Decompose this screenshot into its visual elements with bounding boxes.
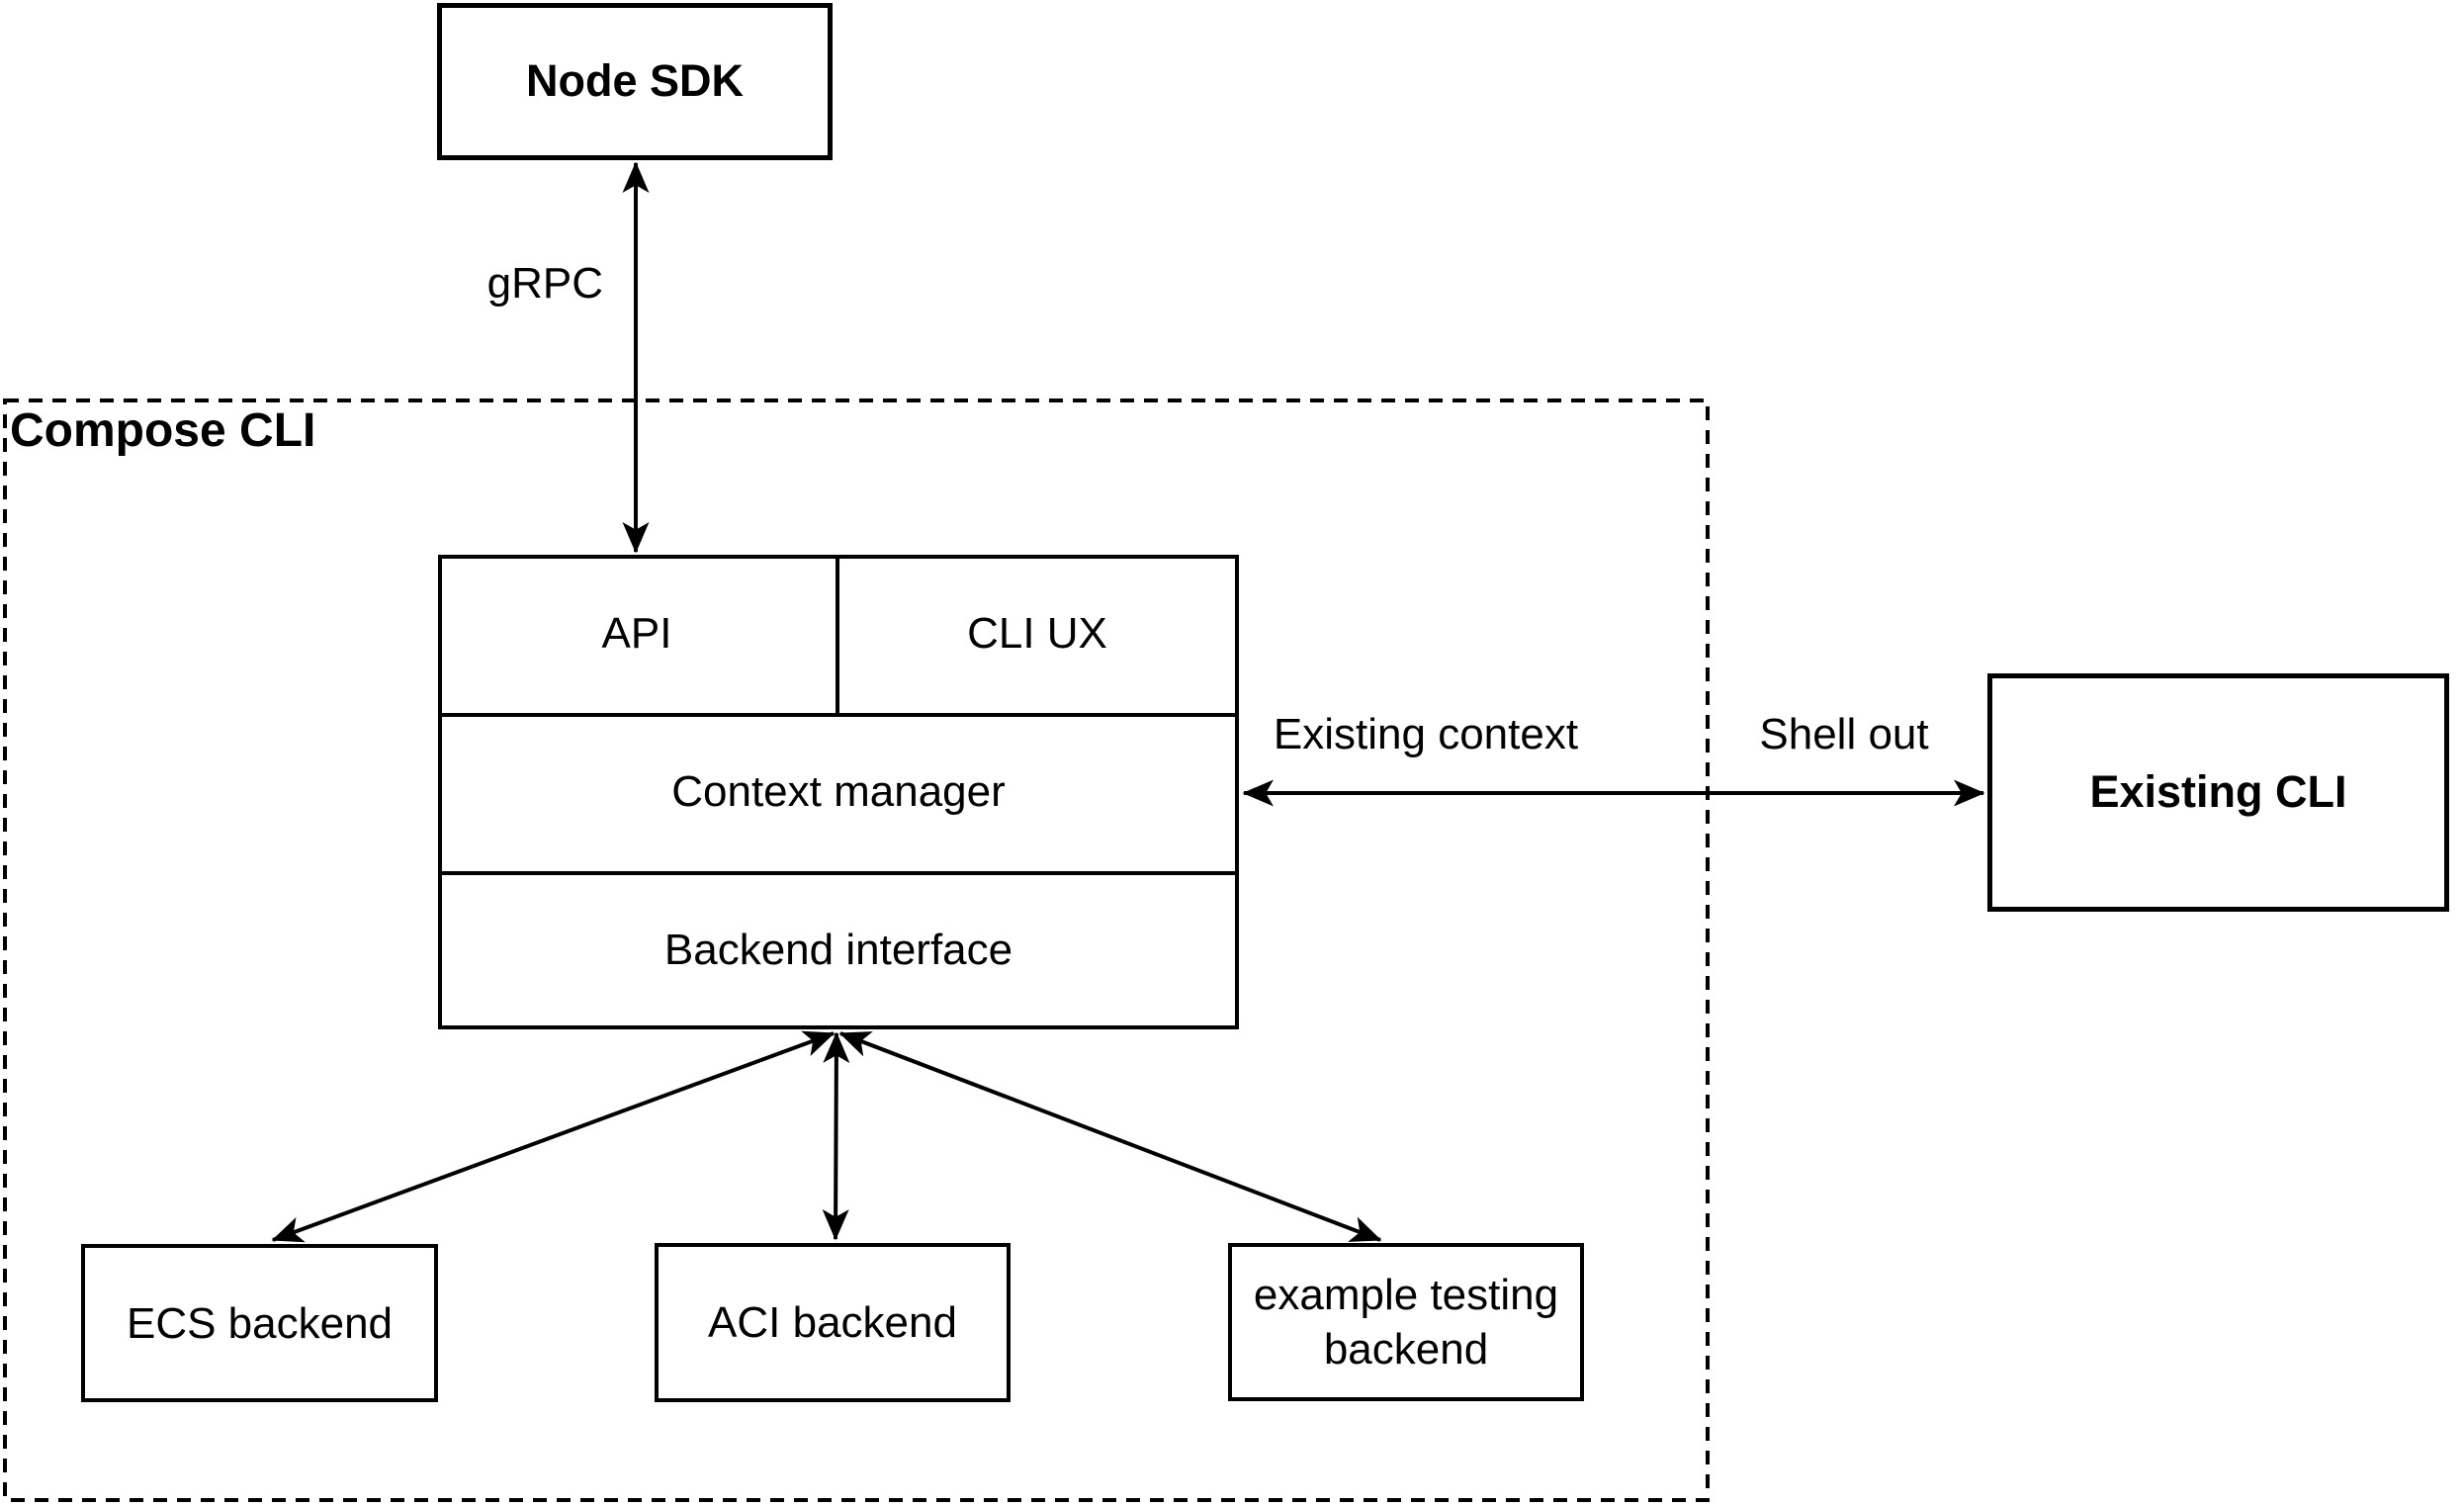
shell-out-edge-label: Shell out <box>1759 710 1929 758</box>
existing-context-edge-label: Existing context <box>1273 710 1579 758</box>
api-cliux-divider <box>836 559 839 713</box>
context-manager-label: Context manager <box>671 767 1006 816</box>
existing-cli-box: Existing CLI <box>1987 673 2449 912</box>
context-manager-cell: Context manager <box>438 713 1239 871</box>
cli-ux-label: CLI UX <box>967 609 1107 658</box>
existing-cli-label: Existing CLI <box>2089 766 2347 818</box>
compose-cli-stack-box <box>438 555 1239 1029</box>
backend-interface-cell: Backend interface <box>438 871 1239 1029</box>
example-testing-backend-box: example testing backend <box>1228 1243 1584 1401</box>
aci-backend-label: ACI backend <box>708 1298 957 1347</box>
compose-cli-container-label: Compose CLI <box>10 404 316 457</box>
api-label: API <box>601 609 672 658</box>
compose-cli-container-border <box>3 399 1710 1502</box>
node-sdk-box: Node SDK <box>437 3 833 160</box>
cli-ux-cell: CLI UX <box>836 555 1239 713</box>
backend-interface-label: Backend interface <box>663 926 1013 974</box>
ecs-backend-box: ECS backend <box>81 1244 438 1402</box>
node-sdk-label: Node SDK <box>525 55 744 107</box>
aci-backend-box: ACI backend <box>655 1243 1011 1402</box>
row-divider-1 <box>442 713 1235 717</box>
backend-ecs-arrow <box>271 1030 836 1243</box>
ecs-backend-label: ECS backend <box>126 1298 394 1348</box>
row-divider-2 <box>442 871 1235 875</box>
example-testing-backend-label: example testing backend <box>1253 1271 1559 1374</box>
backend-example-arrow <box>838 1031 1382 1242</box>
grpc-edge-label: gRPC <box>486 259 603 308</box>
api-cell: API <box>438 555 836 713</box>
